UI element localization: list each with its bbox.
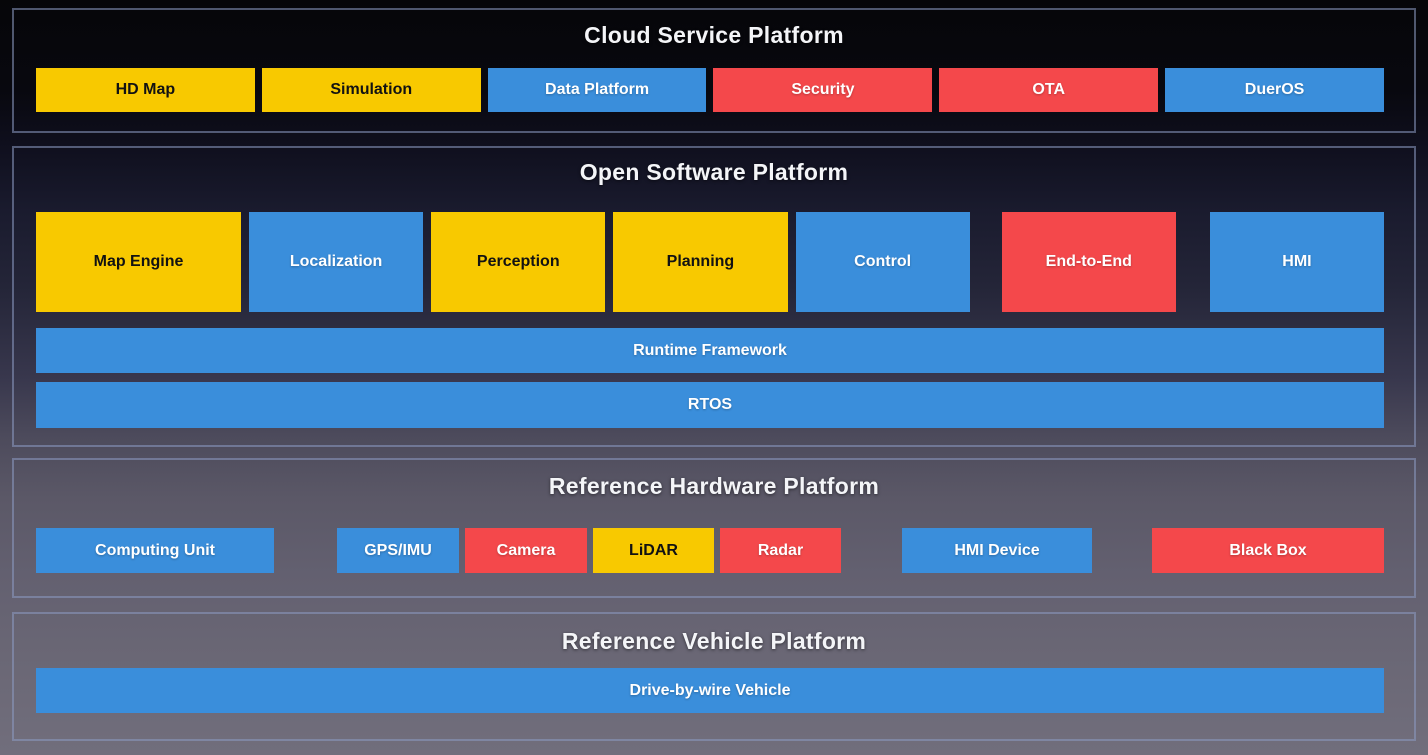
box-black-box: Black Box [1152, 528, 1384, 573]
box-hmi-device: HMI Device [902, 528, 1092, 573]
box-computing-unit: Computing Unit [36, 528, 274, 573]
module-hmi: HMI [1209, 212, 1385, 312]
section-open-software-platform: Open Software Platform Map Engine Locali… [12, 146, 1416, 447]
box-security: Security [713, 68, 933, 112]
module-localization: Localization [249, 212, 424, 312]
box-ota: OTA [939, 68, 1159, 112]
box-hd-map: HD Map [36, 68, 255, 112]
cloud-platform-title: Cloud Service Platform [584, 22, 844, 48]
module-map-engine: Map Engine [36, 212, 241, 312]
module-control: Control [795, 212, 970, 312]
software-modules-row: Map Engine Localization Perception Plann… [36, 212, 1385, 312]
software-platform-title: Open Software Platform [579, 159, 849, 185]
box-dueros: DuerOS [1165, 68, 1384, 112]
vehicle-platform-title: Reference Vehicle Platform [561, 628, 867, 654]
section-reference-vehicle-platform: Reference Vehicle Platform Drive-by-wire… [12, 612, 1416, 741]
box-camera: Camera [465, 528, 587, 573]
module-end-to-end: End-to-End [1001, 212, 1176, 312]
hardware-row: Computing Unit GPS/IMU Camera LiDAR Rada… [36, 528, 1384, 573]
bar-runtime-framework: Runtime Framework [36, 328, 1384, 373]
hardware-platform-title: Reference Hardware Platform [548, 473, 880, 499]
bar-rtos: RTOS [36, 382, 1384, 428]
box-lidar: LiDAR [593, 528, 714, 573]
section-cloud-service-platform: Cloud Service Platform HD Map Simulation… [12, 8, 1416, 133]
box-gps-imu: GPS/IMU [337, 528, 459, 573]
bar-drive-by-wire-vehicle: Drive-by-wire Vehicle [36, 668, 1384, 713]
box-radar: Radar [720, 528, 841, 573]
module-planning: Planning [613, 212, 788, 312]
module-perception: Perception [431, 212, 606, 312]
box-data-platform: Data Platform [487, 68, 707, 112]
section-reference-hardware-platform: Reference Hardware Platform Computing Un… [12, 458, 1416, 598]
box-simulation: Simulation [261, 68, 481, 112]
cloud-services-row: HD Map Simulation Data Platform Security… [36, 68, 1384, 112]
